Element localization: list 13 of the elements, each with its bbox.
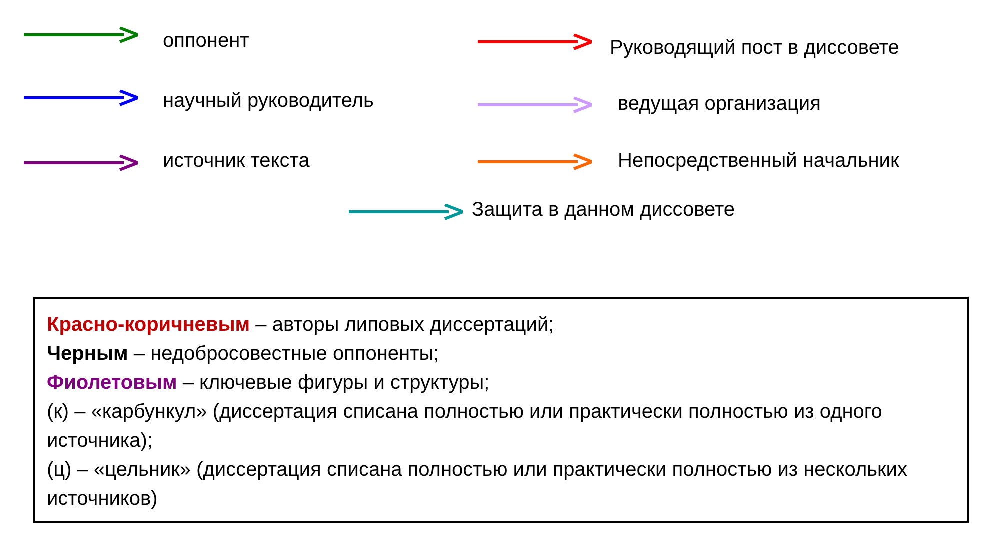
note-text: (к) – «карбункул» (диссертация списана полностью или практически полностью из одного источника);	[47, 400, 884, 454]
legend-label: Руководящий пост в диссовете	[610, 37, 900, 60]
note-box	[33, 297, 969, 523]
note-text: Черным – недобросовестные оппоненты;	[47, 342, 440, 367]
legend-label: Защита в данном диссовете	[472, 199, 736, 222]
note-text: Красно-коричневым – авторы липовых диссертаций;	[47, 313, 556, 338]
note-text: Фиолетовым – ключевые фигуры и структуры;	[47, 371, 491, 396]
note-text: (ц) – «цельник» (диссертация списана полностью или практически полностью из нескольких источников)	[47, 458, 908, 512]
legend-label: Непосредственный начальник	[618, 150, 900, 173]
legend-label: оппонент	[163, 30, 250, 53]
legend-label: ведущая организация	[618, 93, 821, 116]
legend-label: научный руководитель	[163, 90, 374, 113]
legend-label: источник текста	[163, 150, 310, 173]
